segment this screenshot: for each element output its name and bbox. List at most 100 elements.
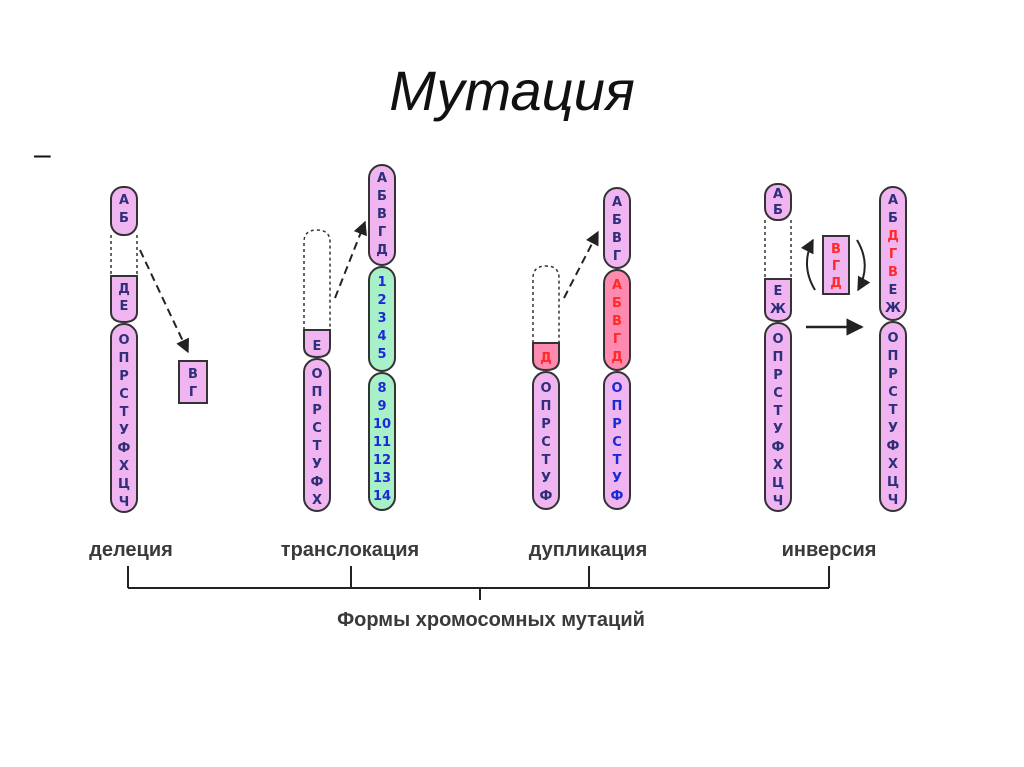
gene: 10 xyxy=(373,417,391,432)
gene: Т xyxy=(313,439,322,454)
gene: Р xyxy=(541,417,551,432)
deletion-chromosome: А Б Д Е О П Р С Т У Ф Х Ц Ч xyxy=(111,187,137,512)
gene: 12 xyxy=(373,453,391,468)
rotation-arrow-down xyxy=(857,240,865,290)
label-deletion: делеция xyxy=(89,539,173,561)
gene: С xyxy=(888,385,898,400)
gene: Ф xyxy=(887,439,900,454)
gene: В xyxy=(188,367,198,382)
gene: Р xyxy=(119,369,129,384)
gene: Д xyxy=(118,282,130,297)
gene: О xyxy=(611,381,622,396)
gene: Ф xyxy=(311,475,324,490)
gene: В xyxy=(377,207,387,222)
gene: Г xyxy=(889,247,897,262)
duplication-chromosome-a: Д О П Р С Т У Ф xyxy=(533,266,559,509)
deletion-gap xyxy=(111,235,137,276)
gene: Б xyxy=(888,211,898,226)
gene: А xyxy=(612,278,622,293)
gene: С xyxy=(773,386,783,401)
gene: А xyxy=(773,187,783,202)
gene: 3 xyxy=(377,311,386,326)
gene: 9 xyxy=(377,399,386,414)
gene: У xyxy=(612,471,622,486)
gene: Е xyxy=(889,283,898,298)
gene: Ж xyxy=(885,301,901,316)
gene: Х xyxy=(888,457,898,472)
gene: Р xyxy=(773,368,783,383)
gene: В xyxy=(888,265,898,280)
footer-caption: Формы хромосомных мутаций xyxy=(337,609,645,631)
gene: А xyxy=(612,195,622,210)
gene: Б xyxy=(773,203,783,218)
gene: У xyxy=(541,471,551,486)
gene: А xyxy=(119,193,129,208)
gene: Е xyxy=(313,339,322,354)
gene: Ч xyxy=(119,495,130,510)
gene: Р xyxy=(888,367,898,382)
gene: Г xyxy=(613,249,621,264)
gene: Ц xyxy=(772,476,784,491)
gene: А xyxy=(888,193,898,208)
grouping-bracket xyxy=(128,566,829,600)
gene: У xyxy=(888,421,898,436)
gene: Ц xyxy=(118,477,130,492)
duplication-gap xyxy=(533,266,559,343)
gene: Д xyxy=(830,276,842,291)
gene: Ч xyxy=(773,494,784,509)
gene: Е xyxy=(120,299,129,314)
gene: П xyxy=(541,399,552,414)
gene: 1 xyxy=(377,275,386,290)
label-translocation: транслокация xyxy=(281,539,419,561)
gene: 5 xyxy=(377,347,386,362)
gene: Д xyxy=(887,229,899,244)
inversion-chromosome-a: А Б Е Ж О П Р С Т У Ф Х Ц Ч xyxy=(765,184,791,511)
gene: П xyxy=(888,349,899,364)
gene: П xyxy=(119,351,130,366)
rotation-arrow-up xyxy=(807,240,815,290)
gene: Ф xyxy=(540,489,553,504)
gene: 2 xyxy=(377,293,386,308)
label-duplication: дупликация xyxy=(529,539,648,561)
gene: П xyxy=(773,350,784,365)
translocation-gap xyxy=(304,230,330,330)
gene: С xyxy=(312,421,322,436)
gene: 11 xyxy=(373,435,391,450)
gene: 4 xyxy=(377,329,386,344)
gene: 14 xyxy=(373,489,391,504)
gene: С xyxy=(612,435,622,450)
gene: Е xyxy=(774,284,783,299)
gene: Ф xyxy=(118,441,131,456)
gene: Б xyxy=(377,189,387,204)
gene: Х xyxy=(312,493,322,508)
gene: В xyxy=(831,242,841,257)
inversion-gap xyxy=(765,220,791,279)
gene: Т xyxy=(542,453,551,468)
label-inversion: инверсия xyxy=(782,539,877,561)
gene: Д xyxy=(540,351,552,366)
gene: Г xyxy=(189,385,197,400)
gene: 13 xyxy=(373,471,391,486)
deletion-arrow xyxy=(140,250,188,352)
gene: Б xyxy=(119,211,129,226)
translocation-arrow xyxy=(335,222,365,298)
gene: Г xyxy=(613,332,621,347)
gene: Ф xyxy=(772,440,785,455)
gene: Х xyxy=(773,458,783,473)
gene: Т xyxy=(774,404,783,419)
inversion-fragment: В Г Д xyxy=(823,236,849,294)
gene: У xyxy=(119,423,129,438)
gene: В xyxy=(612,314,622,329)
gene: Б xyxy=(612,296,622,311)
translocation-chromosome-a: Е О П Р С Т У Ф Х xyxy=(304,230,330,511)
gene: 8 xyxy=(377,381,386,396)
gene: Х xyxy=(119,459,129,474)
gene: О xyxy=(311,367,322,382)
gene: Ц xyxy=(887,475,899,490)
gene: О xyxy=(772,332,783,347)
gene: С xyxy=(541,435,551,450)
duplication-chromosome-b: А Б В Г А Б В Г Д О П Р С Т У Ф xyxy=(604,188,630,509)
gene: У xyxy=(773,422,783,437)
gene: Т xyxy=(889,403,898,418)
